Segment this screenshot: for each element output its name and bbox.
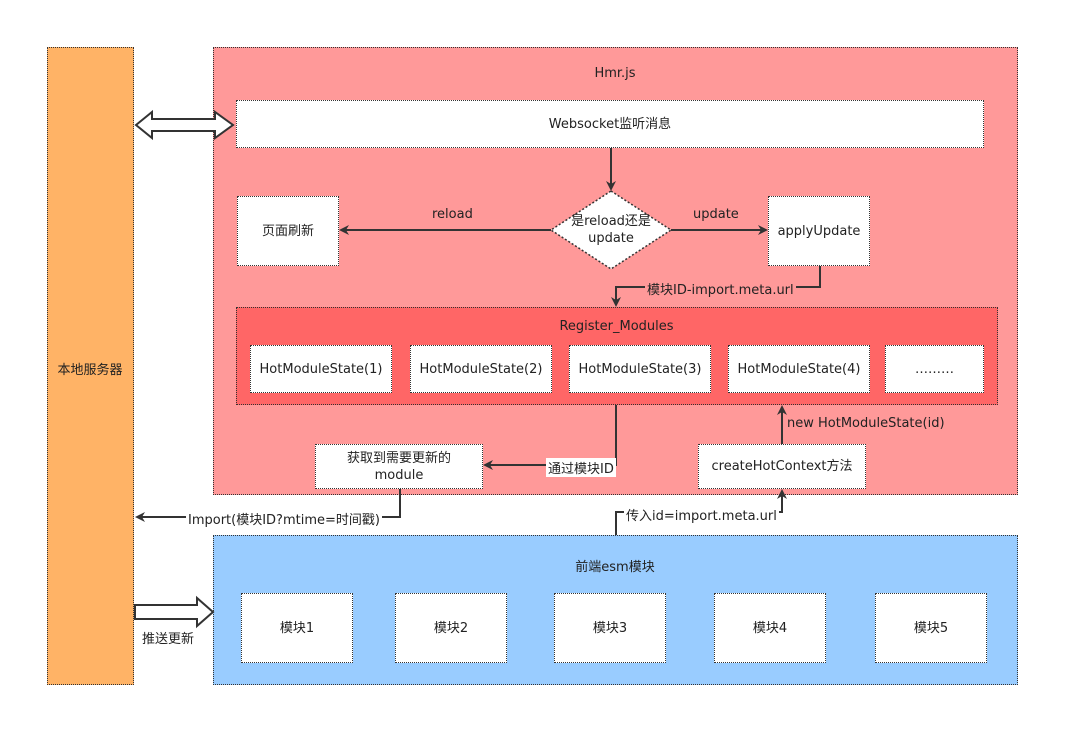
- push-update-arrow: [134, 595, 215, 629]
- apply-update-label: applyUpdate: [777, 223, 861, 239]
- page-refresh-box: 页面刷新: [237, 196, 339, 266]
- apply-update-box: applyUpdate: [768, 196, 870, 266]
- via-module-id-label: 通过模块ID: [546, 458, 616, 477]
- frontend-module-2: 模块2: [395, 593, 507, 663]
- update-edge-label: update: [693, 207, 739, 222]
- frontend-esm-title: 前端esm模块: [575, 560, 655, 575]
- get-module-label: 获取到需要更新的module: [346, 450, 451, 483]
- get-module-box: 获取到需要更新的module: [315, 444, 483, 489]
- module-id-edge-label: 模块ID-import.meta.url: [645, 279, 796, 298]
- hot-module-state-4: HotModuleState(4): [728, 345, 870, 393]
- frontend-module-label: 模块3: [592, 620, 628, 636]
- frontend-module-label: 模块4: [752, 620, 788, 636]
- hot-module-state-more-label: ………: [915, 361, 954, 377]
- frontend-module-label: 模块2: [433, 620, 469, 636]
- hot-module-state-more: ………: [885, 345, 984, 393]
- frontend-module-5: 模块5: [875, 593, 987, 663]
- new-hot-module-state-label: new HotModuleState(id): [787, 416, 945, 431]
- frontend-module-1: 模块1: [241, 593, 353, 663]
- push-update-label: 推送更新: [142, 632, 195, 647]
- create-hot-context-label: createHotContext方法: [711, 459, 853, 474]
- hot-module-state-label: HotModuleState(2): [419, 361, 543, 377]
- hot-module-state-2: HotModuleState(2): [410, 345, 552, 393]
- hot-module-state-label: HotModuleState(1): [259, 361, 383, 377]
- arrow-via-module-id: [483, 405, 617, 470]
- websocket-box: Websocket监听消息: [236, 100, 984, 148]
- import-edge-label: Import(模块ID?mtime=时间戳): [186, 509, 382, 528]
- frontend-module-4: 模块4: [714, 593, 826, 663]
- local-server: 本地服务器: [47, 47, 134, 685]
- hot-module-state-3: HotModuleState(3): [569, 345, 711, 393]
- local-server-label: 本地服务器: [57, 363, 123, 378]
- decision-label-wrap: 是reload还是update: [571, 213, 651, 247]
- pass-id-edge-label: 传入id=import.meta.url: [624, 505, 779, 524]
- reload-edge-label: reload: [432, 207, 473, 222]
- decision-diamond: [549, 190, 673, 270]
- double-arrow-server-hmr: [134, 109, 235, 141]
- frontend-module-label: 模块5: [913, 620, 949, 636]
- frontend-module-3: 模块3: [554, 593, 666, 663]
- page-refresh-label: 页面刷新: [261, 223, 314, 239]
- hot-module-state-label: HotModuleState(3): [578, 361, 702, 377]
- register-modules-title: Register_Modules: [559, 319, 674, 334]
- create-hot-context-box: createHotContext方法: [698, 444, 866, 489]
- hmr-title: Hmr.js: [594, 66, 636, 81]
- websocket-label: Websocket监听消息: [548, 116, 672, 132]
- decision-label: 是reload还是update: [571, 214, 651, 246]
- hot-module-state-label: HotModuleState(4): [737, 361, 861, 377]
- frontend-module-label: 模块1: [279, 620, 315, 636]
- hot-module-state-1: HotModuleState(1): [250, 345, 392, 393]
